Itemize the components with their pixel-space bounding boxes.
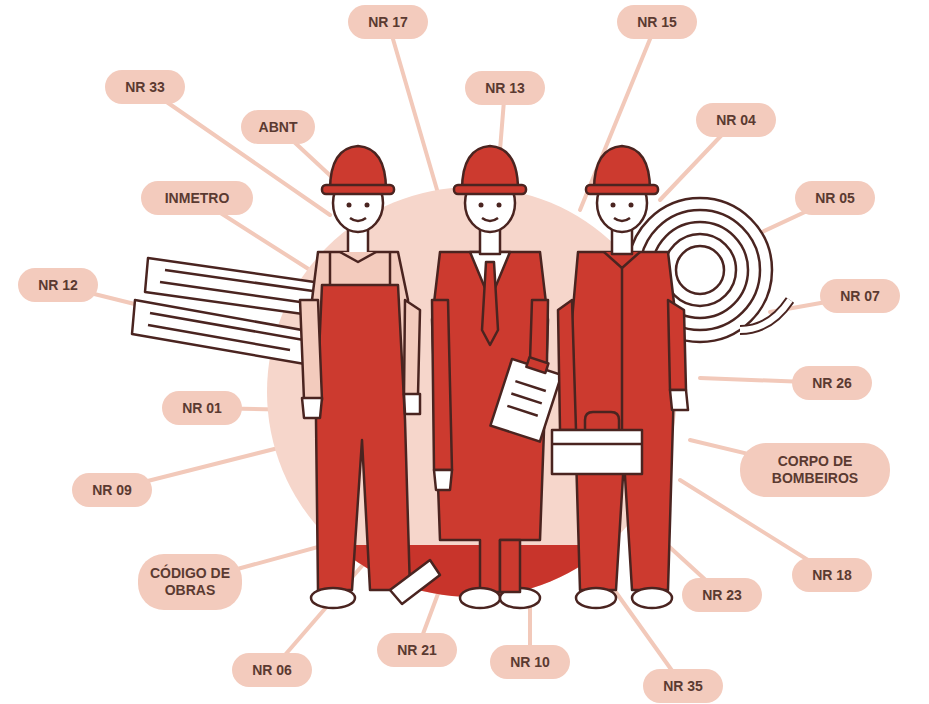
standard-label: CORPO DE BOMBEIROS (740, 443, 890, 497)
label-text: NR 05 (815, 190, 855, 207)
standard-label: NR 15 (617, 5, 697, 39)
background-circle (260, 187, 690, 605)
standard-label: NR 04 (696, 103, 776, 137)
label-text: NR 35 (663, 678, 703, 695)
standard-label: ABNT (241, 110, 315, 144)
standard-label: NR 05 (795, 181, 875, 215)
label-text: INMETRO (165, 190, 230, 207)
worker-right (552, 146, 688, 608)
worker-left (300, 146, 440, 608)
label-text: NR 12 (38, 277, 78, 294)
standard-label: NR 21 (377, 633, 457, 667)
standard-label: NR 12 (18, 268, 98, 302)
label-text: ABNT (259, 119, 298, 136)
standard-label: NR 07 (820, 279, 900, 313)
standard-label: INMETRO (141, 181, 253, 215)
standard-label: NR 23 (682, 578, 762, 612)
label-text: NR 21 (397, 642, 437, 659)
label-text: NR 06 (252, 662, 292, 679)
standard-label: NR 06 (232, 653, 312, 687)
label-text: CÓDIGO DE OBRAS (146, 565, 234, 599)
label-text: NR 23 (702, 587, 742, 604)
label-text: CORPO DE BOMBEIROS (748, 453, 882, 487)
worker-middle (432, 146, 564, 608)
leader-lines (58, 22, 860, 686)
label-text: NR 15 (637, 14, 677, 31)
standard-label: NR 35 (643, 669, 723, 703)
standard-label: NR 09 (72, 473, 152, 507)
label-text: NR 09 (92, 482, 132, 499)
standard-label: NR 33 (105, 70, 185, 104)
standard-label: NR 17 (348, 5, 428, 39)
label-text: NR 10 (510, 654, 550, 671)
standard-label: NR 26 (792, 366, 872, 400)
standard-label: CÓDIGO DE OBRAS (138, 554, 242, 610)
label-text: NR 04 (716, 112, 756, 129)
label-text: NR 07 (840, 288, 880, 305)
standard-label: NR 18 (792, 558, 872, 592)
standard-label: NR 13 (465, 71, 545, 105)
standard-label: NR 10 (490, 645, 570, 679)
label-text: NR 01 (182, 400, 222, 417)
label-text: NR 17 (368, 14, 408, 31)
label-text: NR 33 (125, 79, 165, 96)
label-text: NR 26 (812, 375, 852, 392)
label-text: NR 13 (485, 80, 525, 97)
standard-label: NR 01 (162, 391, 242, 425)
label-text: NR 18 (812, 567, 852, 584)
